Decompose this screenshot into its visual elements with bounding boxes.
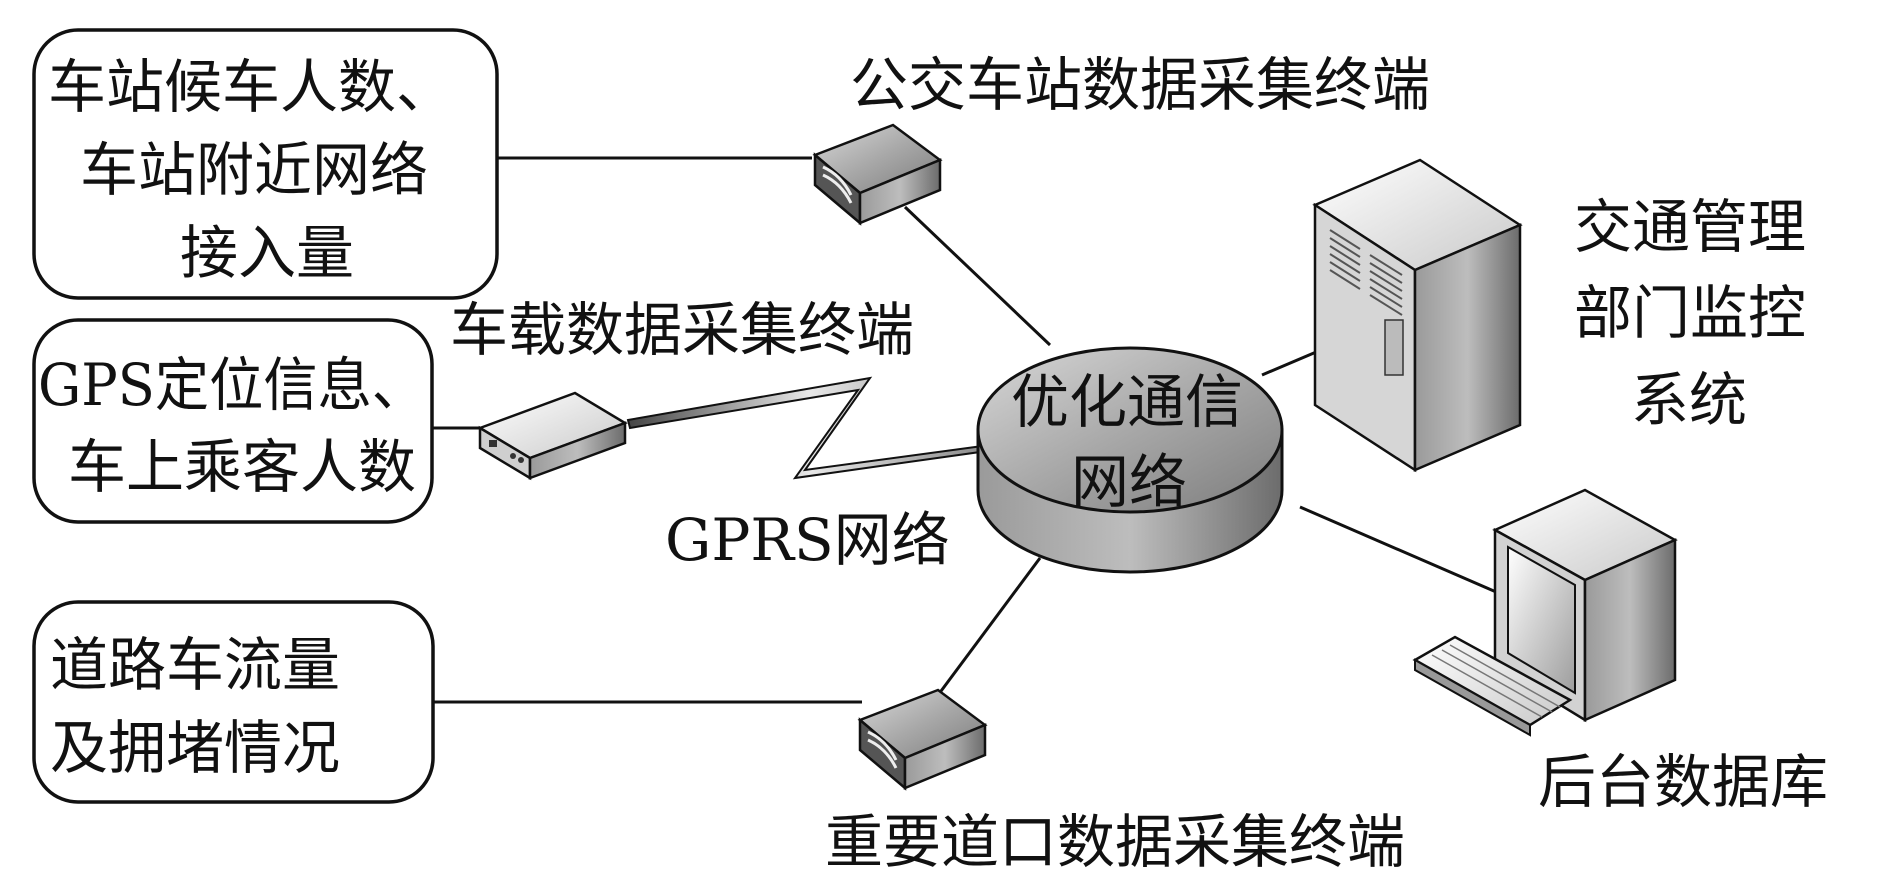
road-line-2: 及拥堵情况 (50, 714, 340, 782)
router-icon (812, 123, 943, 226)
keyboard-icon (1412, 635, 1573, 737)
vehicle-line-1: GPS定位信息、 (38, 351, 426, 419)
wireless-link-icon (626, 376, 991, 480)
station-line-2: 车站附近网络 (80, 136, 428, 204)
link-router-to-network (903, 205, 1052, 347)
desktop-computer-icon (1412, 488, 1678, 737)
source-box-vehicle: GPS定位信息、 车上乘客人数 (32, 318, 434, 524)
bus-station-terminal-label: 公交车站数据采集终端 (850, 51, 1430, 119)
database-label: 后台数据库 (1538, 748, 1828, 816)
vehicle-terminal-label: 车载数据采集终端 (450, 296, 914, 364)
monitor-line-2: 部门监控 (1574, 279, 1806, 347)
monitor-line-1: 交通管理 (1574, 193, 1806, 261)
server-tower-icon (1312, 158, 1523, 473)
source-box-road: 道路车流量 及拥堵情况 (32, 600, 435, 804)
network-label-line-2: 网络 (1071, 448, 1187, 516)
source-box-station: 车站候车人数、 车站附近网络 接入量 (32, 28, 499, 300)
road-terminal-label: 重要道口数据采集终端 (825, 808, 1405, 874)
gprs-network-label: GPRS网络 (665, 506, 950, 574)
gps-unit-icon (477, 391, 628, 481)
station-line-1: 车站候车人数、 (48, 53, 454, 121)
road-line-1: 道路车流量 (50, 631, 340, 699)
monitor-line-3: 系统 (1631, 366, 1747, 434)
network-label-line-1: 优化通信 (1011, 368, 1243, 436)
network-cylinder-icon: 优化通信 网络 (976, 346, 1284, 574)
vehicle-line-2: 车上乘客人数 (68, 433, 416, 501)
router-icon-road (857, 688, 988, 791)
station-line-3: 接入量 (180, 219, 354, 287)
link-network-to-computer (1299, 505, 1511, 600)
